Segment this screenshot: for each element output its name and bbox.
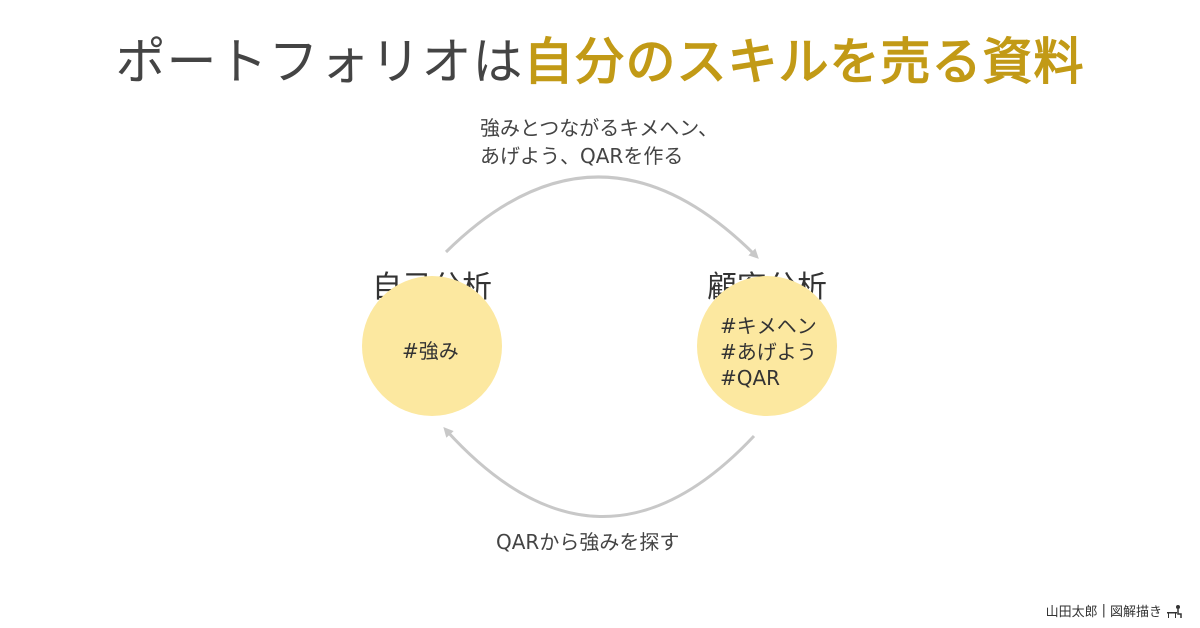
customer-analysis-tags: #キメヘン #あげよう #QAR — [720, 313, 817, 391]
top-caption-line2: あげよう、QARを作る — [480, 144, 684, 168]
credit-author: 山田太郎 — [1045, 605, 1098, 620]
page-title: ポートフォリオは自分のスキルを売る資料 — [0, 22, 1200, 94]
title-prefix: ポートフォリオは — [115, 33, 524, 91]
tag: #強み — [402, 339, 459, 363]
credit-series: 図解描き — [1109, 605, 1162, 620]
credit: 山田太郎 | 図解描き — [1046, 601, 1184, 620]
desk-person-icon — [1167, 604, 1182, 618]
self-analysis-tags: #強み — [402, 338, 459, 364]
tag: #キメヘン — [720, 314, 817, 338]
title-highlight: 自分のスキルを売る資料 — [523, 33, 1085, 91]
bottom-arrow-caption: QARから強みを探す — [496, 530, 680, 554]
tag: #あげよう — [720, 340, 817, 364]
top-caption-line1: 強みとつながるキメヘン、 — [480, 116, 718, 140]
bottom-arrow — [443, 427, 756, 518]
self-analysis-circle — [362, 276, 502, 416]
credit-separator: | — [1101, 603, 1106, 618]
top-arrow — [444, 175, 759, 259]
top-arrow-caption: 強みとつながるキメヘン、 あげよう、QARを作る — [480, 114, 718, 170]
customer-analysis-circle — [697, 276, 837, 416]
tag: #QAR — [720, 366, 781, 390]
